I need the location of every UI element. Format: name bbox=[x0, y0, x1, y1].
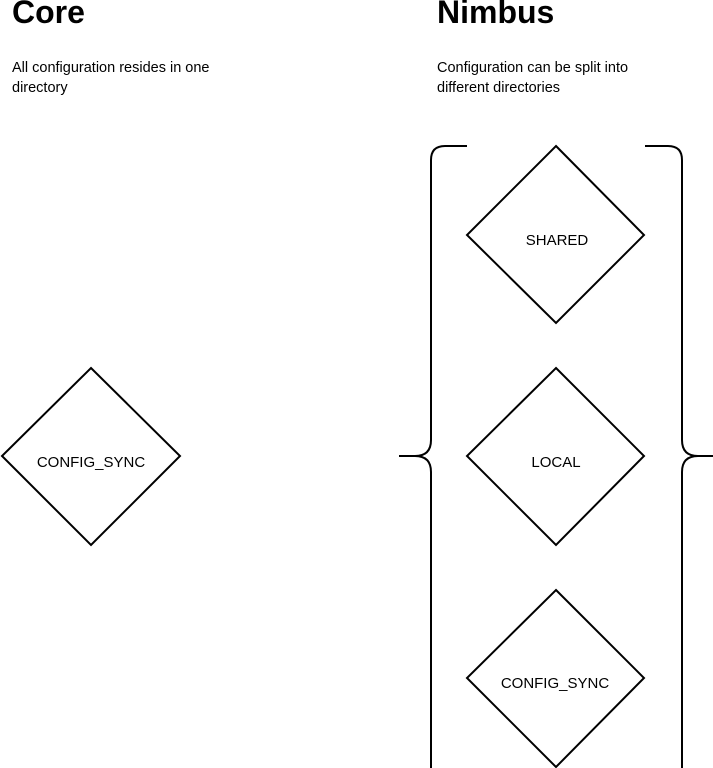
core-node-label: CONFIG_SYNC bbox=[37, 454, 146, 471]
core-description: All configuration resides in one directo… bbox=[12, 60, 210, 96]
nimbus-config-sync-diamond bbox=[465, 588, 646, 768]
nimbus-description: Configuration can be split into differen… bbox=[437, 60, 629, 96]
nimbus-title: Nimbus bbox=[437, 0, 555, 30]
right-brace bbox=[645, 145, 713, 768]
nimbus-shared-diamond bbox=[465, 144, 646, 325]
left-brace bbox=[399, 145, 467, 768]
local-node-label: LOCAL bbox=[531, 454, 580, 471]
core-config-sync-diamond bbox=[0, 366, 182, 547]
shared-node-label: SHARED bbox=[526, 232, 589, 249]
nimbus-config-sync-label: CONFIG_SYNC bbox=[501, 675, 610, 692]
nimbus-local-diamond bbox=[465, 366, 646, 547]
core-title: Core bbox=[12, 0, 85, 30]
